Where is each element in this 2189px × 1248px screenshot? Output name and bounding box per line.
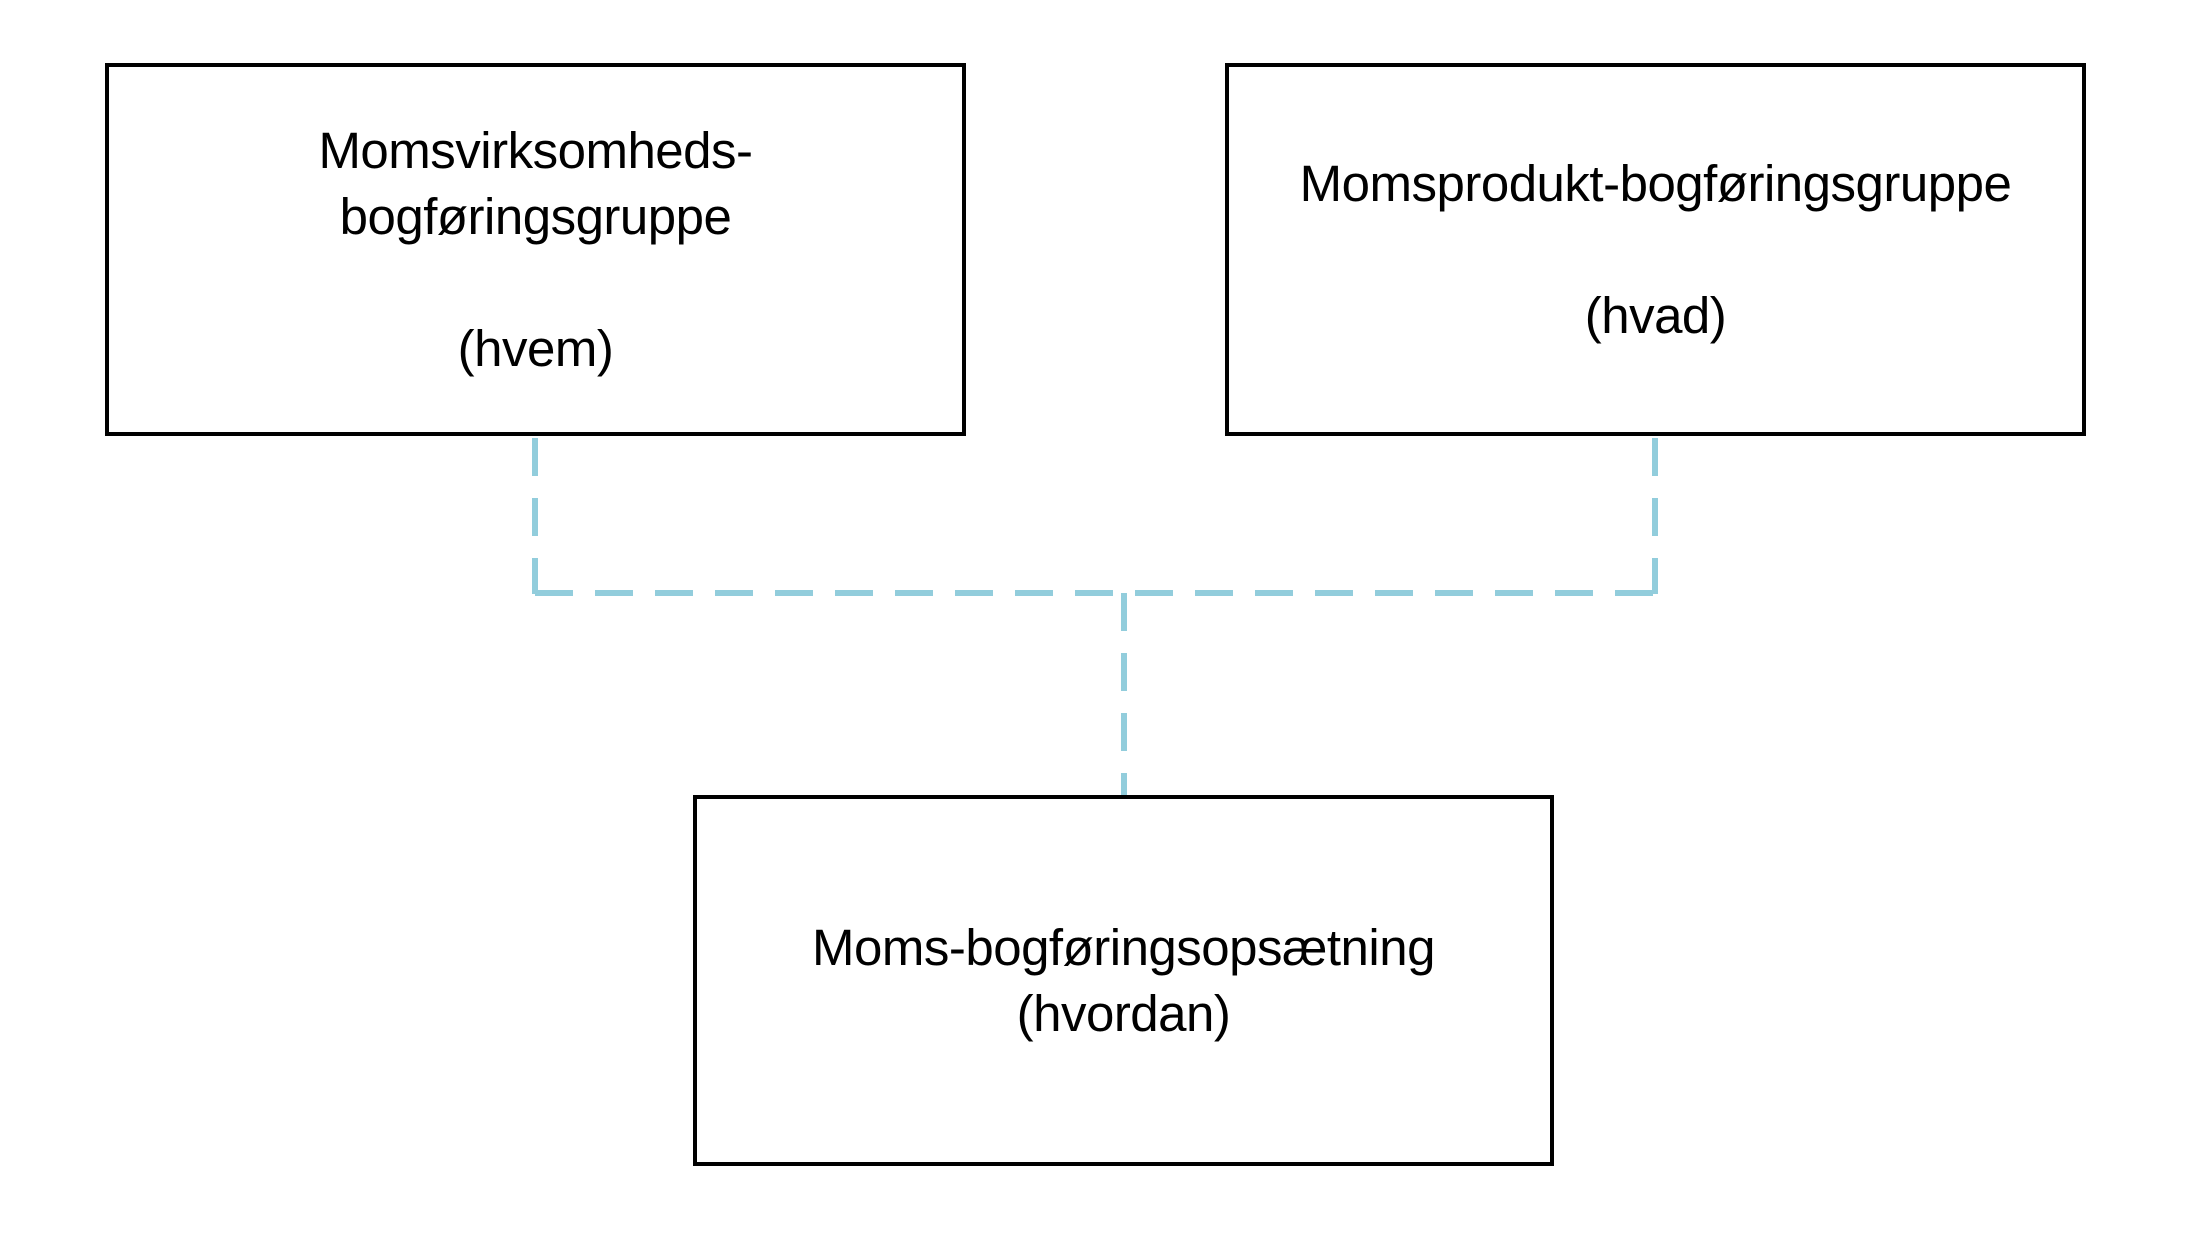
node-label-line: (hvad) [1584, 286, 1727, 344]
node-momsvirksomheds-bogfoeringsgruppe: Momsvirksomheds- bogføringsgruppe (hvem) [105, 63, 966, 436]
node-label-line: bogføringsgruppe [339, 187, 732, 245]
node-label-line: Momsvirksomheds- [318, 121, 753, 179]
node-label-line: (hvem) [457, 319, 614, 377]
node-moms-bogfoeringsopsaetning: Moms-bogføringsopsætning (hvordan) [693, 795, 1554, 1166]
node-momsprodukt-bogfoeringsgruppe: Momsprodukt-bogføringsgruppe (hvad) [1225, 63, 2086, 436]
node-label-line: Momsprodukt-bogføringsgruppe [1299, 154, 2012, 212]
node-label-line: Moms-bogføringsopsætning [812, 918, 1435, 976]
node-label-line: (hvordan) [1016, 984, 1231, 1042]
